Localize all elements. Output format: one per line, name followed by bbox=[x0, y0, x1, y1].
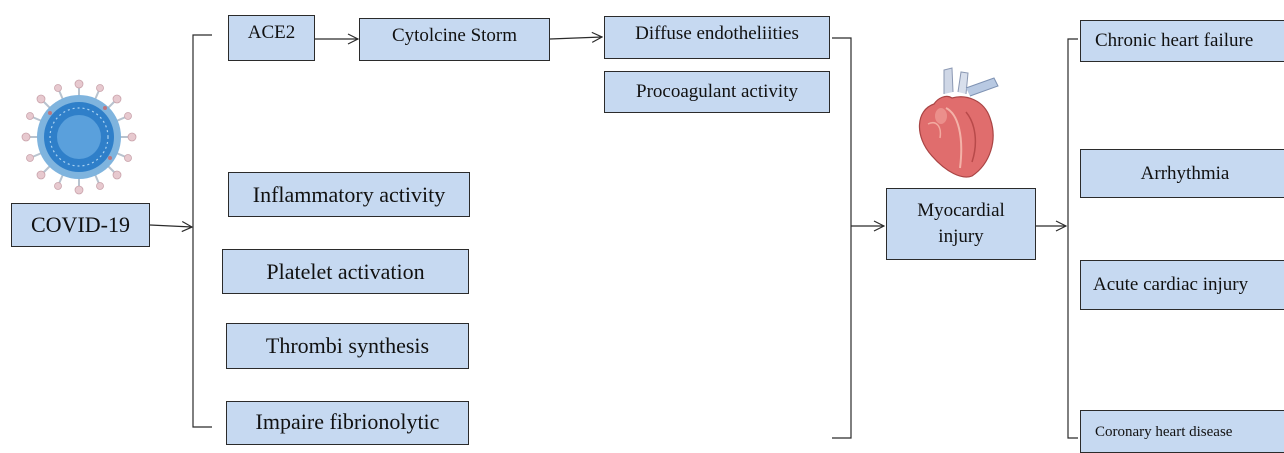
node-diffuse-endothelitis-label: Diffuse endotheliities bbox=[635, 23, 799, 44]
node-acute-cardiac-injury: Acute cardiac injury bbox=[1080, 260, 1284, 310]
node-arrhythmia: Arrhythmia bbox=[1080, 149, 1284, 198]
node-chronic-heart-failure-label: Chronic heart failure bbox=[1095, 30, 1254, 51]
heart-icon bbox=[918, 67, 999, 178]
connector-lines bbox=[149, 0, 1078, 439]
node-myocardial-injury: Myocardial injury bbox=[886, 188, 1036, 260]
bracket-middle bbox=[832, 37, 852, 439]
node-procoagulant-activity: Procoagulant activity bbox=[604, 71, 830, 113]
node-ace2: ACE2 bbox=[228, 15, 315, 61]
node-inflammatory-activity-label: Inflammatory activity bbox=[252, 181, 446, 207]
node-cytokine-storm-label: Cytolcine Storm bbox=[391, 25, 518, 46]
node-coronary-heart-disease-label: Coronary heart disease bbox=[1095, 424, 1233, 440]
node-platelet-activation-label: Platelet activation bbox=[266, 258, 425, 284]
node-coronary-heart-disease: Coronary heart disease bbox=[1080, 410, 1284, 453]
node-cytokine-storm: Cytolcine Storm bbox=[359, 18, 550, 61]
node-impaire-fibrinolytic-label: Impaire fibrionolytic bbox=[255, 409, 440, 434]
node-covid-19-label: COVID-19 bbox=[31, 212, 130, 237]
node-myocardial-injury-label: Myocardial injury bbox=[917, 200, 1005, 247]
node-inflammatory-activity: Inflammatory activity bbox=[228, 172, 470, 217]
node-procoagulant-activity-label: Procoagulant activity bbox=[636, 81, 798, 102]
bracket-left bbox=[192, 34, 212, 428]
node-ace2-label: ACE2 bbox=[247, 22, 296, 43]
arrow-storm-to-diffuse bbox=[549, 37, 602, 39]
node-chronic-heart-failure: Chronic heart failure bbox=[1080, 20, 1284, 62]
node-diffuse-endothelitis: Diffuse endotheliities bbox=[604, 16, 830, 59]
node-thrombi-synthesis-label: Thrombi synthesis bbox=[265, 333, 430, 358]
node-covid-19: COVID-19 bbox=[11, 203, 150, 247]
node-thrombi-synthesis: Thrombi synthesis bbox=[226, 323, 469, 369]
arrow-covid-to-branches bbox=[149, 225, 192, 227]
node-arrhythmia-label: Arrhythmia bbox=[1140, 162, 1230, 184]
node-acute-cardiac-injury-label: Acute cardiac injury bbox=[1093, 274, 1249, 295]
virus-icon bbox=[21, 79, 137, 195]
node-impaire-fibrinolytic: Impaire fibrionolytic bbox=[226, 401, 469, 445]
node-platelet-activation: Platelet activation bbox=[222, 249, 469, 294]
bracket-right bbox=[1067, 38, 1078, 439]
